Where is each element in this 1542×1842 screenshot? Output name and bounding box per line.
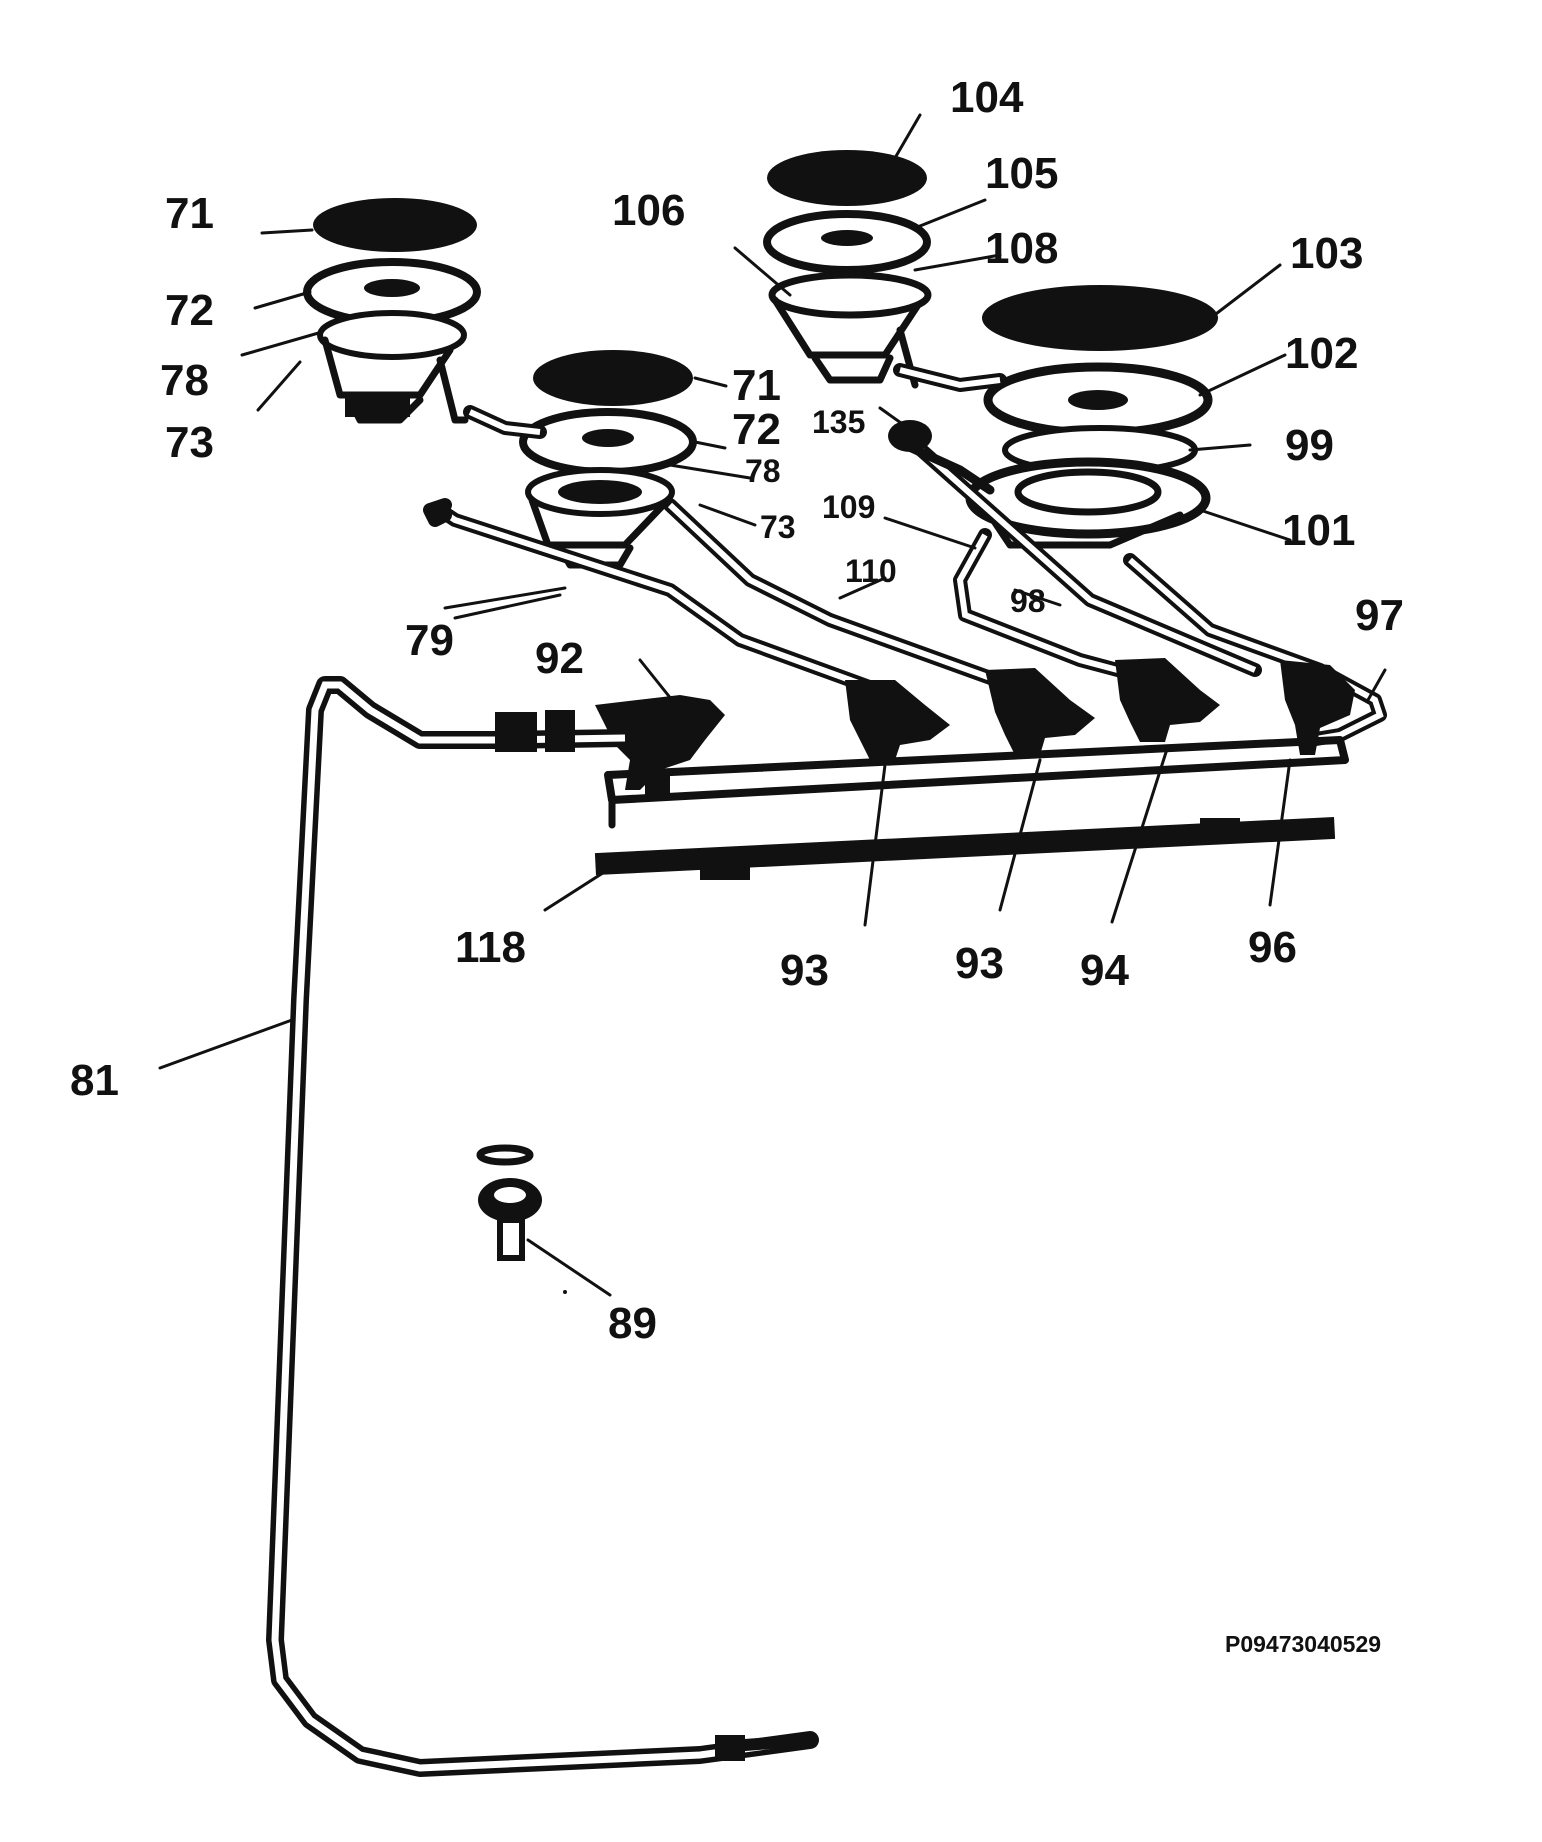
label-78-front-left: 78	[745, 453, 781, 489]
label-71-front-left: 71	[732, 361, 781, 410]
label-89: 89	[608, 1299, 657, 1348]
label-73-rear-left: 73	[165, 418, 214, 467]
label-72-front-left: 72	[732, 405, 781, 454]
valve-92	[595, 695, 725, 795]
burner-ring-108	[768, 271, 932, 319]
label-109: 109	[822, 489, 875, 525]
label-135: 135	[812, 404, 865, 440]
burner-cap-103	[982, 285, 1218, 351]
label-104: 104	[950, 73, 1024, 122]
burner-assembly-wok	[965, 285, 1218, 549]
label-103: 103	[1290, 229, 1363, 278]
injector-nozzle-89	[476, 1144, 567, 1294]
label-105: 105	[985, 149, 1058, 198]
label-98: 98	[1010, 583, 1046, 619]
drawing-code: P09473040529	[1225, 1631, 1381, 1657]
label-101: 101	[1282, 506, 1355, 555]
gas-supply-pipe-81	[266, 676, 819, 1777]
valve-93a	[845, 680, 950, 760]
label-78-rear-left: 78	[160, 356, 209, 405]
gas-manifold-118	[594, 736, 1349, 880]
burner-assembly-rear-left	[303, 198, 481, 424]
burner-cap-71b	[533, 350, 693, 406]
burner-ring-78a	[317, 310, 467, 360]
label-72-rear-left: 72	[165, 286, 214, 335]
label-93-left: 93	[780, 946, 829, 995]
label-93-right: 93	[955, 939, 1004, 988]
burner-assembly-rear-center	[763, 150, 932, 389]
label-108: 108	[985, 224, 1058, 273]
label-79: 79	[405, 616, 454, 665]
label-81: 81	[70, 1056, 119, 1105]
valve-93b	[985, 668, 1095, 755]
label-71-rear-left: 71	[165, 189, 214, 238]
label-73-front-left: 73	[760, 509, 796, 545]
burner-supply-tubes	[423, 363, 1387, 747]
label-96: 96	[1248, 923, 1297, 972]
leader-lines	[158, 113, 1387, 1297]
thermocouple-135	[888, 420, 995, 495]
label-102: 102	[1285, 329, 1358, 378]
burner-cap-104	[767, 150, 927, 206]
label-106: 106	[612, 186, 685, 235]
label-92: 92	[535, 634, 584, 683]
gas-valves	[595, 658, 1355, 795]
burner-cap-71a	[313, 198, 477, 252]
label-94: 94	[1080, 946, 1129, 995]
valve-94	[1115, 658, 1220, 742]
part-number-labels: 71 72 78 73 71 72 78 73 79 104 105 106 1…	[70, 73, 1404, 1657]
label-110: 110	[845, 553, 897, 589]
label-118: 118	[455, 923, 526, 972]
valve-96	[1280, 660, 1355, 755]
label-99: 99	[1285, 421, 1334, 470]
burner-assembly-front-left	[519, 350, 697, 569]
label-97: 97	[1355, 591, 1404, 640]
